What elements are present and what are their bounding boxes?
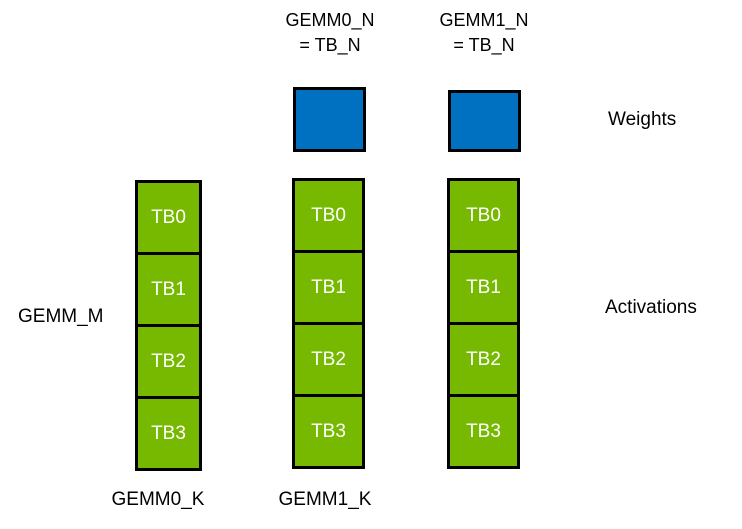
weights-block-gemm0 [293, 87, 366, 152]
tb-cell-tb2: TB2 [135, 324, 202, 399]
gemm1-k-label: GEMM1_K [278, 489, 372, 510]
gemm-m-label: GEMM_M [18, 306, 104, 327]
tb-cell-tb1: TB1 [447, 250, 520, 325]
tb-cell-tb3: TB3 [135, 396, 202, 471]
tb-cell-tb1: TB1 [135, 252, 202, 327]
gemm1-n-label-line2: = TB_N [453, 35, 515, 55]
activations-label: Activations [605, 297, 697, 318]
tb-cell-tb3: TB3 [292, 394, 365, 469]
tb-cell-tb1: TB1 [292, 250, 365, 325]
gemm1-n-label-line1: GEMM1_N [439, 10, 529, 30]
tb-cell-tb2: TB2 [292, 322, 365, 397]
weights-block-gemm1 [448, 90, 521, 152]
activations-column-0: TB0 TB1 TB2 TB3 [135, 180, 202, 471]
gemm1-n-label: GEMM1_N = TB_N [402, 8, 566, 58]
tb-cell-tb0: TB0 [292, 178, 365, 253]
gemm0-k-label: GEMM0_K [111, 489, 205, 510]
gemm0-n-label: GEMM0_N = TB_N [248, 8, 412, 58]
gemm0-n-label-line1: GEMM0_N [285, 10, 375, 30]
activations-column-1: TB0 TB1 TB2 TB3 [292, 178, 365, 469]
weights-label: Weights [608, 109, 677, 130]
tb-cell-tb2: TB2 [447, 322, 520, 397]
tb-cell-tb0: TB0 [135, 180, 202, 255]
tb-cell-tb3: TB3 [447, 394, 520, 469]
activations-column-2: TB0 TB1 TB2 TB3 [447, 178, 520, 469]
tb-cell-tb0: TB0 [447, 178, 520, 253]
gemm0-n-label-line2: = TB_N [299, 35, 361, 55]
